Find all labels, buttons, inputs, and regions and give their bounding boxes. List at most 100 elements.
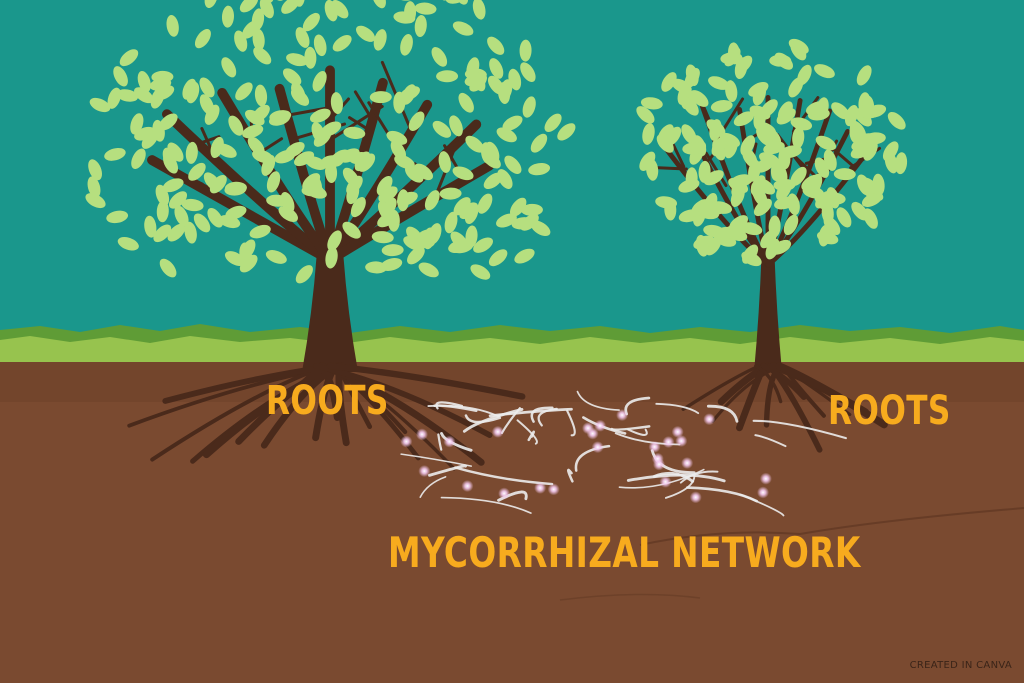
leaf [376,175,393,196]
glow-dot [675,434,688,447]
leaf [242,124,264,139]
glow-dot [759,472,772,485]
hypha [537,407,558,427]
leaf [166,14,179,37]
leaf [371,231,394,244]
hypha [530,406,554,423]
leaf [224,183,247,196]
hypha [752,419,847,440]
leaf [431,47,448,67]
leaf [312,70,327,92]
glow-dot [415,428,428,441]
leaf [661,72,677,92]
leaf [753,198,772,217]
nutrient-glow-dots [400,409,772,504]
leaf [106,210,129,224]
leaf [378,186,398,203]
leaf [489,58,504,79]
leaf [449,115,463,137]
leaf [224,251,246,266]
leaf [833,168,856,181]
leaf [734,57,748,80]
leaf [373,29,387,51]
leaf [414,163,434,181]
leaf [863,208,878,229]
leaf [327,230,342,251]
root [761,363,807,400]
leaf [514,248,535,264]
leaf [269,110,292,123]
leaf [221,5,234,28]
hypha [650,449,696,475]
leaf [309,108,331,123]
leaf [854,108,872,127]
leaf [740,222,763,236]
leaf [710,100,733,113]
right-tree [636,38,908,372]
leaf [116,89,139,102]
leaf [295,27,310,48]
leaf [87,176,101,198]
leaf [294,151,315,167]
hypha [437,433,443,451]
leaf [477,193,493,214]
hypha [679,470,719,484]
leaf [89,97,111,113]
leaf [882,141,899,162]
leaf [790,41,807,61]
leaf [407,246,425,265]
root [313,363,493,438]
leaf [194,28,211,49]
leaf [453,197,471,216]
leaf [282,68,302,86]
leaf [381,244,404,257]
leaf [681,124,697,145]
leaf [724,47,741,67]
leaf [418,262,439,278]
leaf [159,113,178,131]
leaf [504,155,522,174]
leaf [465,225,478,248]
leaf [386,130,408,145]
leaf [708,76,730,90]
hypha [566,468,574,483]
leaf [167,142,184,162]
leaf [149,78,172,91]
hypha [462,407,524,433]
leaf [85,193,106,209]
leaf [748,159,761,182]
leaf [408,111,425,132]
trunk [754,250,782,372]
leaf [355,25,376,42]
leaf [330,149,350,166]
leaf [719,132,740,148]
mycorrhizal-network-label: MYCORRHIZAL NETWORK [388,528,861,577]
leaf [251,104,270,123]
leaf [159,258,177,278]
leaf [777,101,793,122]
leaf [249,224,271,239]
leaf [304,46,317,69]
left-tree [85,0,576,372]
leaf [452,21,474,36]
root [754,364,783,404]
leaf [805,101,827,115]
leaf [156,200,169,223]
leaf [778,147,791,170]
glow-dot [591,441,604,454]
leaf [436,70,459,83]
created-in-canva-credit: CREATED IN CANVA [909,660,1012,671]
leaf [496,213,517,228]
leaf [741,251,762,267]
leaf [740,135,756,156]
soil [0,362,1024,683]
leaf [705,236,722,256]
leaf [557,123,576,141]
glow-dot [418,465,431,478]
leaf [185,141,198,164]
leaf [325,246,338,269]
leaf [863,132,886,145]
leaf [664,198,677,221]
leaf [399,86,421,101]
